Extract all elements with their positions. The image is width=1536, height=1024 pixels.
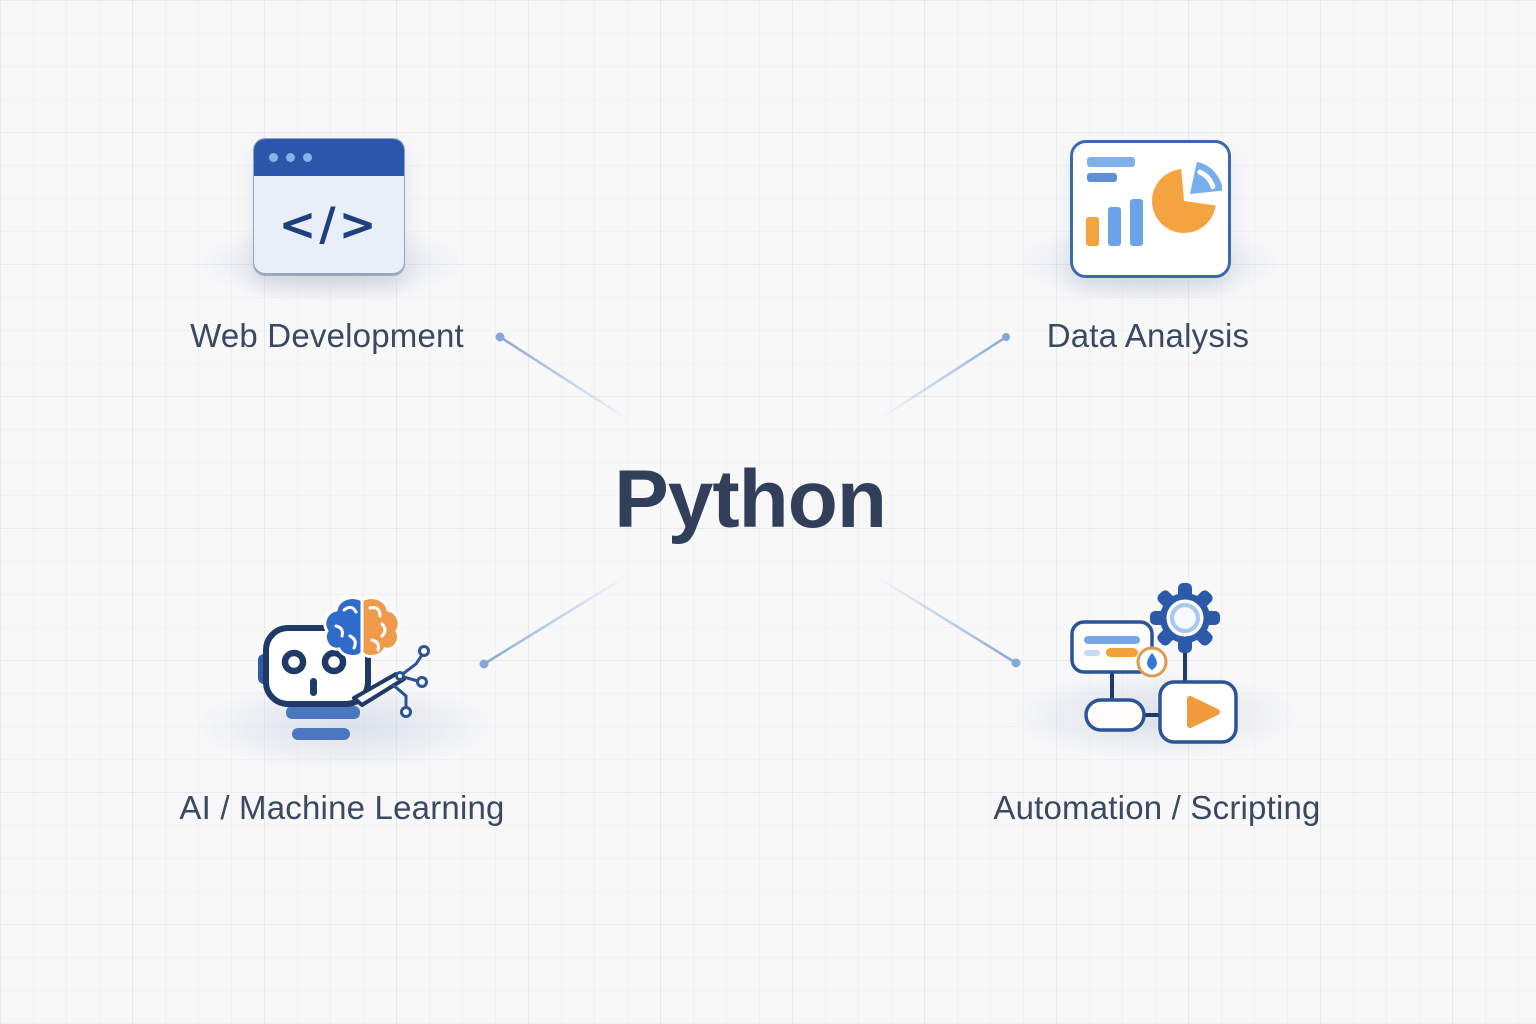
label-data-analysis: Data Analysis: [1046, 317, 1250, 354]
connector-ai-ml: [483, 575, 626, 666]
droplet-badge-icon: [1136, 646, 1168, 678]
window-dot-icon: [269, 153, 278, 162]
chart-graphics: [1086, 157, 1222, 246]
brain-squiggles: [334, 605, 387, 652]
terminal-card-icon: [1070, 620, 1154, 674]
connector-endpoint-dot: [479, 659, 489, 669]
label-automation-scripting: Automation / Scripting: [993, 789, 1321, 826]
center-node-python: Python: [614, 454, 887, 545]
pill-node: [1084, 698, 1146, 732]
robot-brain-icon: [258, 596, 430, 740]
label-ai-machine-learning: AI / Machine Learning: [179, 789, 505, 826]
window-dot-icon: [303, 153, 312, 162]
code-tag-glyph: </>: [278, 198, 380, 251]
connector-automation: [876, 575, 1017, 665]
code-browser-icon: </>: [253, 138, 405, 274]
play-card-icon: [1158, 680, 1238, 744]
circuit-nodes: [395, 645, 430, 718]
gear-icon: [1150, 583, 1220, 653]
analytics-dashboard-icon: [1070, 140, 1231, 278]
browser-content: </>: [254, 176, 404, 273]
label-web-development: Web Development: [190, 317, 464, 354]
connector-endpoint-dot: [1011, 658, 1021, 668]
browser-titlebar: [254, 139, 404, 176]
gear-workflow-icon: [1070, 583, 1238, 744]
window-dot-icon: [286, 153, 295, 162]
